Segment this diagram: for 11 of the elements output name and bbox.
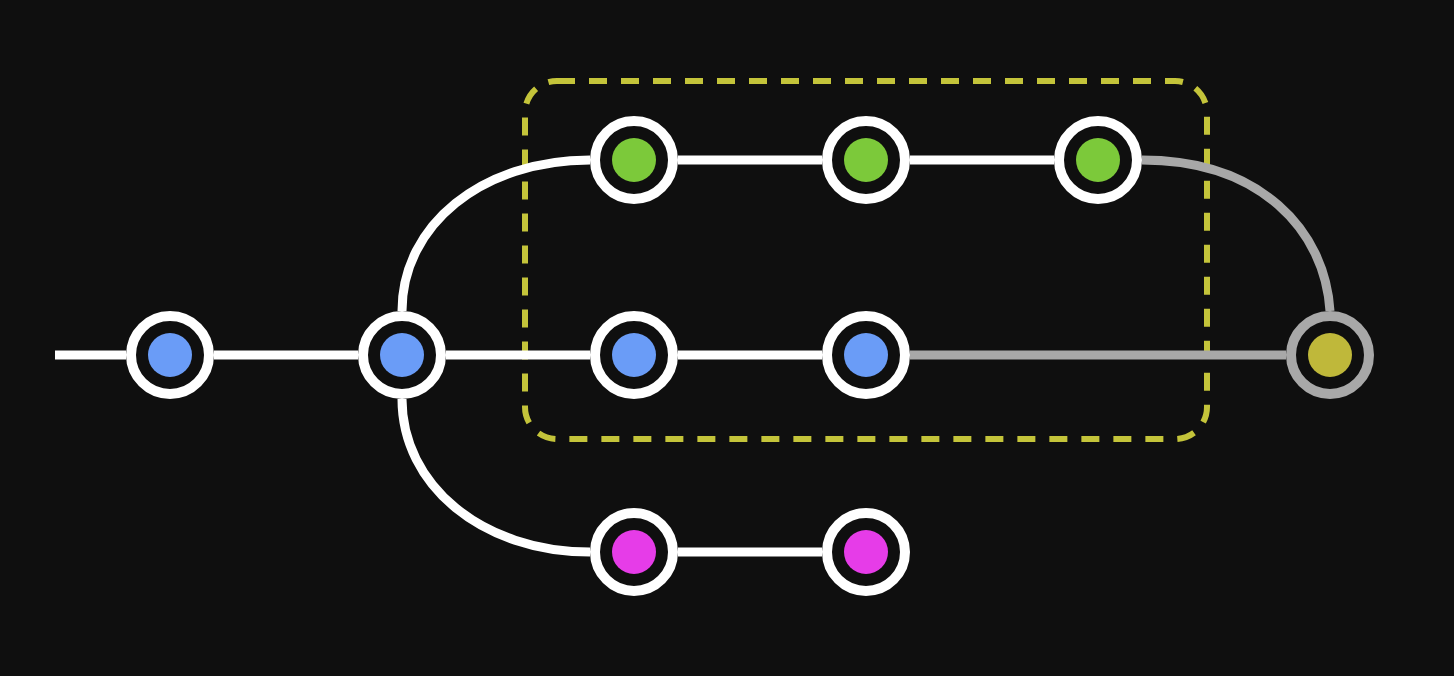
branch-line <box>910 155 1054 165</box>
branch-line <box>910 350 1286 360</box>
branch-line <box>397 155 591 312</box>
branch-line <box>678 350 822 360</box>
branch-line <box>678 547 822 557</box>
branch-line <box>678 155 822 165</box>
branch-line <box>1141 155 1335 312</box>
branch-line <box>446 350 590 360</box>
branch-line <box>397 398 591 557</box>
branch-line <box>214 350 358 360</box>
branch-line <box>55 350 126 360</box>
